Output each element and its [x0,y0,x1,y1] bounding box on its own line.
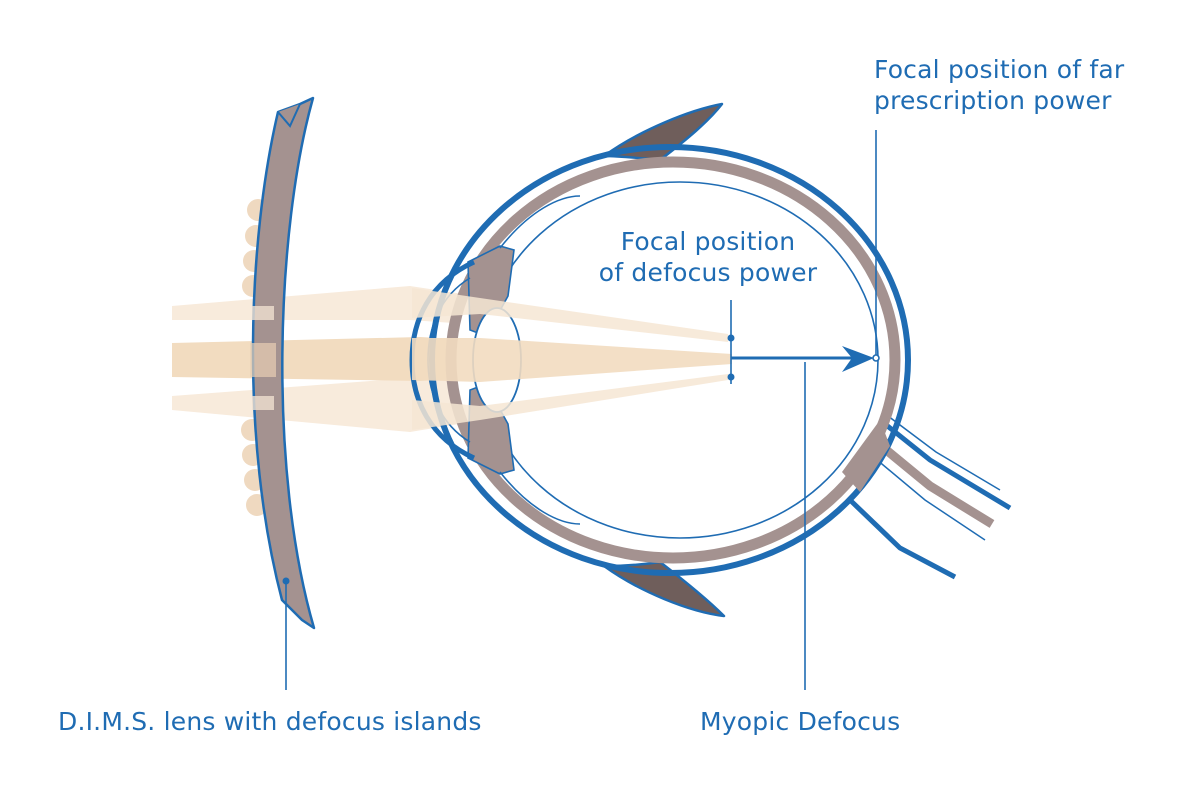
myopic-defocus-label: Myopic Defocus [700,707,901,736]
defocus-marker-dot-top [727,334,735,342]
lens-beam-overlay [252,306,274,320]
lens-beam-overlay [252,396,274,410]
myopic-defocus-arrow-head [842,346,874,372]
upper-eyelid [602,102,724,162]
optic-nerve-sheath-top [868,410,1012,511]
focal-markers [727,130,880,690]
lower-eyelid [602,560,726,618]
lens-beam-overlay [250,343,276,377]
defocus-focal-label-line2: of defocus power [598,258,818,287]
ciliary-line-top [499,195,581,249]
inner-central-beam [412,338,732,382]
eye [409,102,1012,618]
far-focal-label-line1: Focal position of far [874,55,1125,84]
optic-nerve-line [871,403,1001,491]
optic-disc [842,420,890,492]
ciliary-line-bottom [499,471,581,525]
defocus-focal-label: Focal position of defocus power [588,226,828,288]
defocus-focal-label-line1: Focal position [620,227,796,256]
defocus-marker-dot-bottom [727,373,735,381]
far-focal-label: Focal position of far prescription power [874,54,1124,116]
far-focal-label-line2: prescription power [874,86,1112,115]
inner-lower-beam [412,374,728,430]
dims-lens [241,96,316,690]
optic-nerve-sheath-bottom [848,498,957,580]
lens-label: D.I.M.S. lens with defocus islands [58,707,482,736]
lens-body [251,96,316,630]
lens-notch [277,103,301,128]
far-focal-dot [872,354,880,362]
inner-upper-beam [412,288,728,342]
